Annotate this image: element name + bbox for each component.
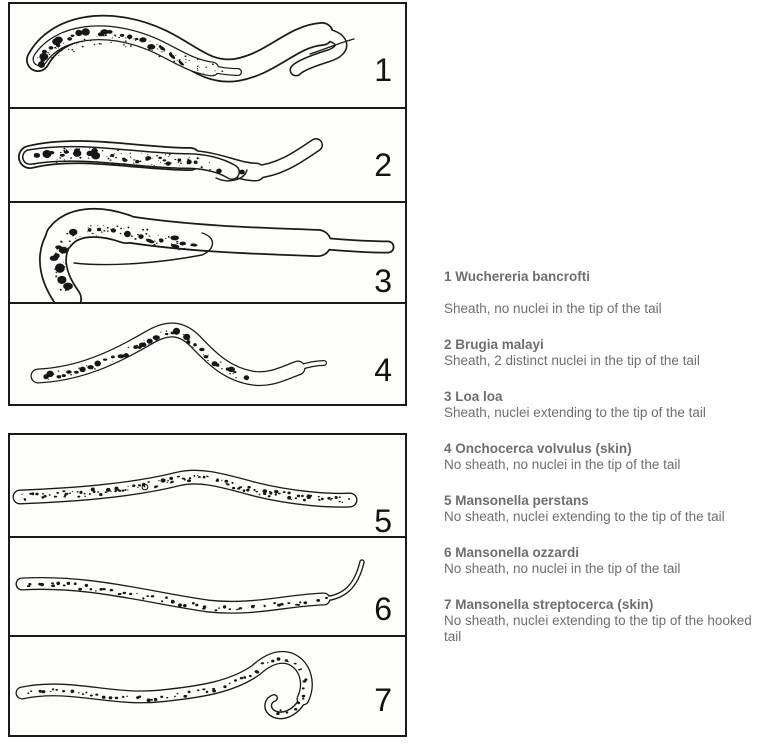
unsheathed-panels-box: 5 6 7 — [8, 433, 407, 737]
legend-entry-1: 1 Wuchereria bancrofti Sheath, no nuclei… — [444, 269, 768, 317]
legend-entry-title: 6 Mansonella ozzardi — [444, 545, 580, 560]
legend-entry-title: 1 Wuchereria bancrofti — [444, 269, 591, 284]
legend-entry-description: Sheath, no nuclei in the tip of the tail — [444, 301, 662, 316]
loa-loa-drawing — [39, 207, 395, 302]
panel-4: 4 — [10, 304, 405, 404]
panel-number-label: 2 — [374, 147, 392, 183]
legend-entry-title: 5 Mansonella perstans — [444, 493, 589, 508]
panel-number-label: 3 — [374, 263, 392, 299]
legend-entry-2: 2 Brugia malayi Sheath, 2 distinct nucle… — [444, 337, 768, 369]
panel-number-label: 6 — [374, 591, 392, 627]
panel-1: 1 — [10, 4, 405, 109]
legend-entry-title: 4 Onchocerca volvulus (skin) — [444, 441, 632, 456]
mansonella-perstans-drawing — [12, 469, 358, 508]
legend-entry-5: 5 Mansonella perstans No sheath, nuclei … — [444, 493, 768, 525]
onchocerca-volvulus-drawing — [30, 322, 327, 387]
legend-entry-title: 3 Loa loa — [444, 389, 503, 404]
legend-entry-4: 4 Onchocerca volvulus (skin) No sheath, … — [444, 441, 768, 473]
legend-entry-title: 7 Mansonella streptocerca (skin) — [444, 597, 654, 612]
panel-number-label: 5 — [374, 503, 392, 539]
brugia-malayi-drawing — [18, 138, 323, 182]
legend-entry-description: Sheath, 2 distinct nuclei in the tip of … — [444, 353, 700, 368]
legend-entry-title: 2 Brugia malayi — [444, 337, 544, 352]
panel-5: 5 — [10, 435, 405, 538]
legend-entry-6: 6 Mansonella ozzardi No sheath, no nucle… — [444, 545, 768, 577]
panel-7: 7 — [10, 637, 405, 735]
legend-entry-description: No sheath, nuclei extending to the tip o… — [444, 613, 752, 644]
legend-entry-description: No sheath, no nuclei in the tip of the t… — [444, 561, 681, 576]
legend-entry-description: No sheath, nuclei extending to the tip o… — [444, 509, 725, 524]
species-legend: 1 Wuchereria bancrofti Sheath, no nuclei… — [444, 269, 768, 665]
wuchereria-bancrofti-drawing — [26, 14, 355, 83]
panel-number-label: 1 — [374, 52, 392, 88]
mansonella-streptocerca-drawing — [15, 650, 313, 720]
panel-6: 6 — [10, 538, 405, 637]
legend-entry-description: Sheath, nuclei extending to the tip of t… — [444, 405, 706, 420]
legend-entry-3: 3 Loa loa Sheath, nuclei extending to th… — [444, 389, 768, 421]
panel-number-label: 4 — [374, 352, 392, 388]
legend-entry-description: No sheath, no nuclei in the tip of the t… — [444, 457, 681, 472]
panel-number-label: 7 — [374, 682, 392, 718]
legend-entry-7: 7 Mansonella streptocerca (skin) No shea… — [444, 597, 768, 645]
panel-3: 3 — [10, 203, 405, 304]
mansonella-ozzardi-drawing — [15, 559, 365, 614]
sheathed-panels-box: 1 2 — [8, 2, 407, 406]
microfilariae-figure: 1 2 — [8, 2, 407, 737]
panel-2: 2 — [10, 109, 405, 203]
